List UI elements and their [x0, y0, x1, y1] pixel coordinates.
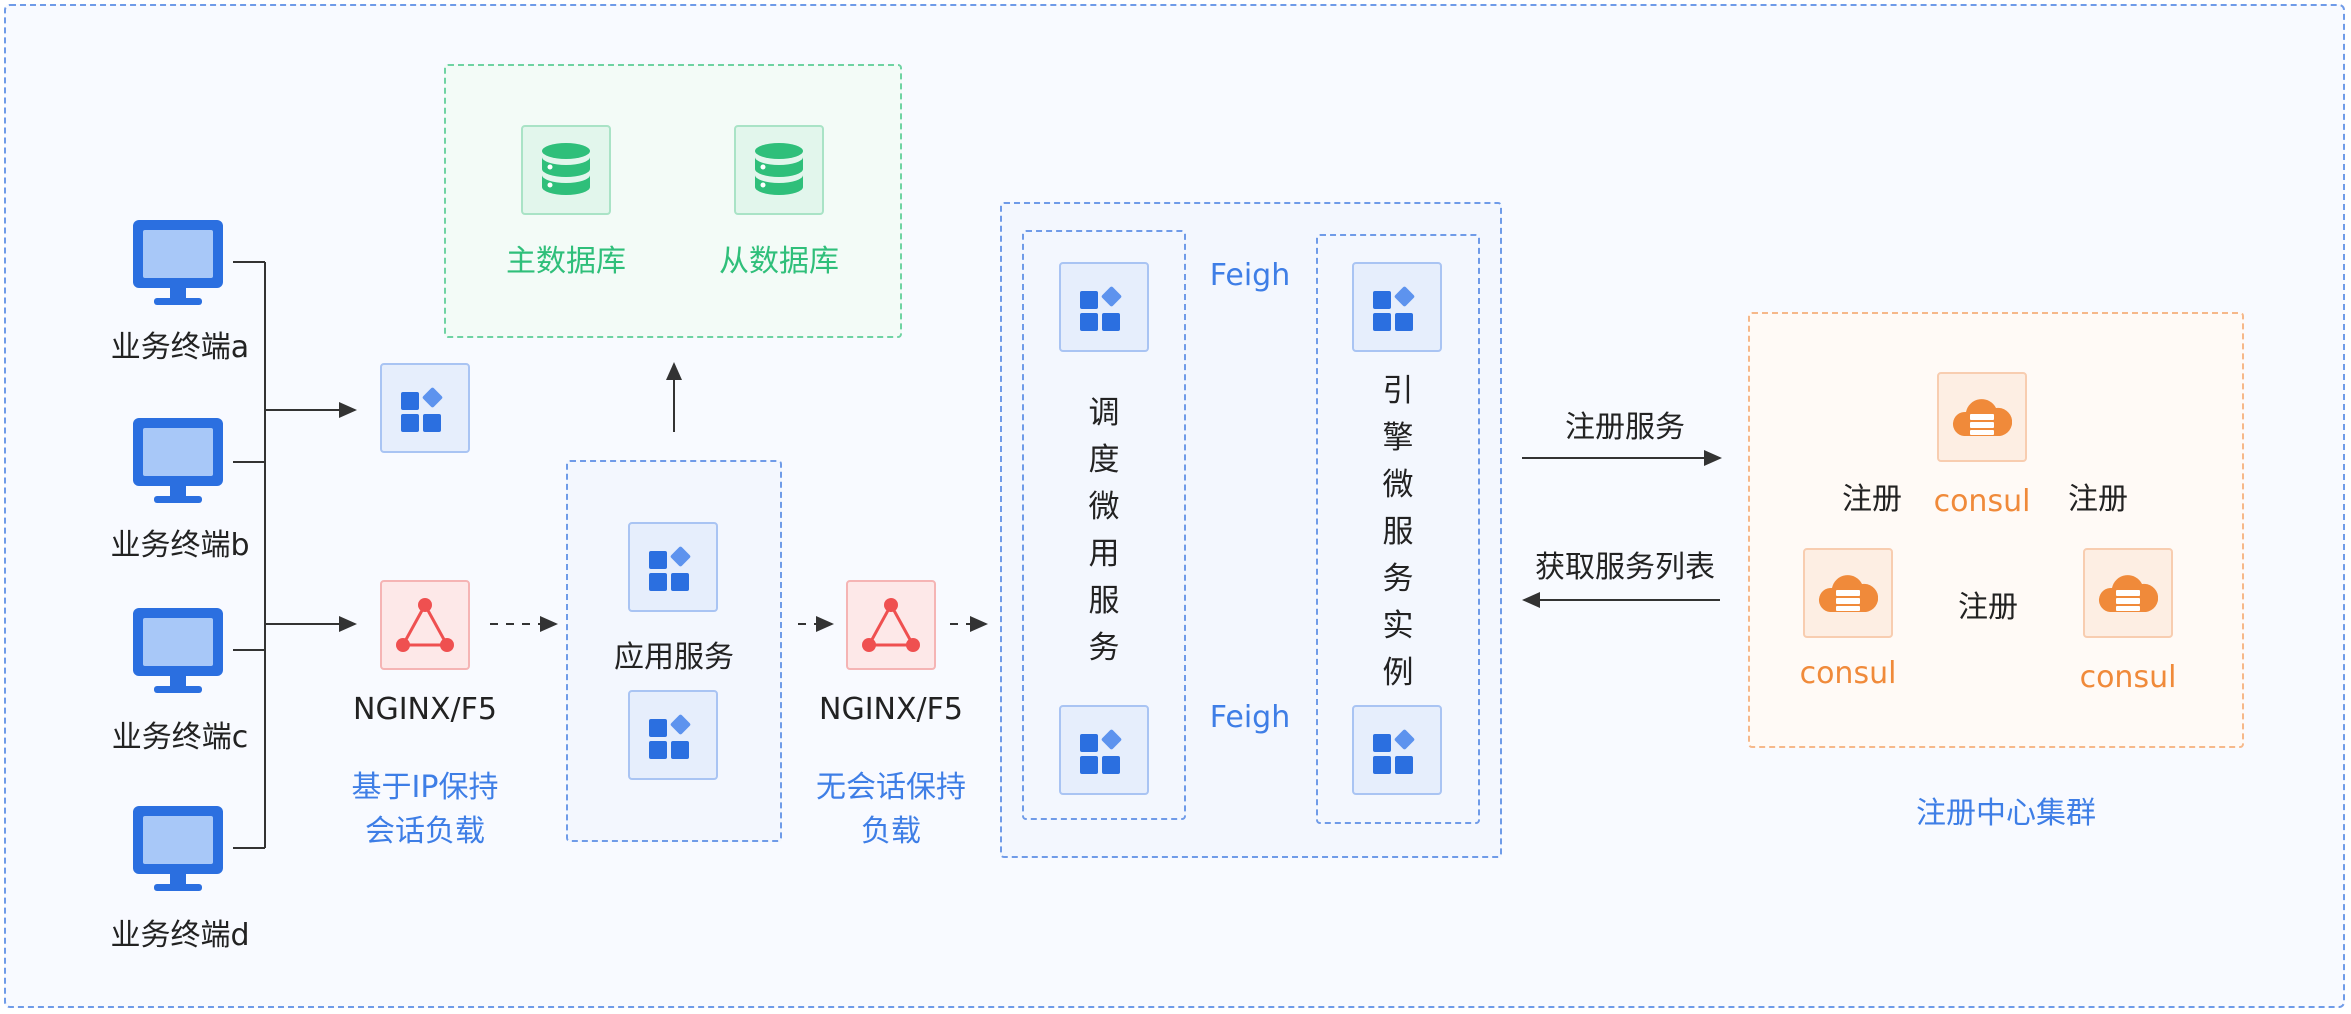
monitor-icon [133, 220, 223, 305]
nginx-1-desc-1: 基于IP保持 [351, 770, 499, 805]
scheduler-service-label: 调 度 微 用 服 务 [1084, 390, 1124, 672]
nginx-2-name: NGINX/F5 [819, 692, 963, 727]
label-char: 用 [1088, 536, 1120, 572]
master-db-label: 主数据库 [506, 244, 626, 279]
engine-tile-top[interactable] [1352, 262, 1442, 352]
app-grid-icon [1373, 286, 1415, 331]
app-service-label: 应用服务 [614, 640, 734, 675]
label-char: 服 [1382, 514, 1414, 550]
label-char: 擎 [1382, 420, 1414, 456]
consul-node-top[interactable] [1937, 372, 2027, 462]
slave-db-label: 从数据库 [719, 244, 839, 279]
cloud-server-icon [1819, 575, 1878, 612]
cloud-server-icon [1953, 399, 2012, 436]
terminal-bus [233, 261, 357, 849]
terminal-a[interactable] [128, 218, 228, 308]
registry-cluster-caption: 注册中心集群 [1916, 796, 2096, 831]
terminal-a-label: 业务终端a [110, 330, 250, 365]
database-group [444, 64, 902, 338]
label-char: 微 [1088, 489, 1120, 525]
register-service-label: 注册服务 [1565, 410, 1685, 445]
feign-bottom-label: Feigh [1209, 700, 1291, 735]
app-grid-icon [1080, 286, 1122, 331]
cloud-server-icon [2099, 575, 2158, 612]
nginx-2-desc-1: 无会话保持 [816, 770, 966, 805]
consul-left-label: consul [1799, 656, 1897, 691]
label-char: 调 [1088, 395, 1120, 431]
monitor-icon [133, 806, 223, 891]
register-edge-right: 注册 [2068, 482, 2128, 517]
app-grid-icon [649, 714, 691, 759]
terminal-c-label: 业务终端c [111, 720, 249, 755]
terminal-b-label: 业务终端b [110, 528, 250, 563]
scheduler-tile-bottom[interactable] [1059, 705, 1149, 795]
label-char: 务 [1088, 630, 1120, 666]
consul-node-left[interactable] [1803, 548, 1893, 638]
feign-top-label: Feigh [1209, 258, 1291, 293]
register-edge-left: 注册 [1842, 482, 1902, 517]
label-char: 微 [1382, 467, 1414, 503]
app-grid-icon [401, 387, 443, 432]
terminal-b[interactable] [128, 416, 228, 506]
database-icon [542, 143, 590, 195]
app-node-tile[interactable] [380, 363, 470, 453]
label-char: 服 [1088, 583, 1120, 619]
nginx-icon [396, 598, 454, 652]
register-edge-bottom: 注册 [1958, 590, 2018, 625]
nginx-1-name: NGINX/F5 [353, 692, 497, 727]
engine-tile-bottom[interactable] [1352, 705, 1442, 795]
engine-instance-label: 引 擎 微 服 务 实 例 [1378, 368, 1418, 697]
master-db-tile[interactable] [521, 125, 611, 215]
monitor-icon [133, 608, 223, 693]
nginx-2-desc-2: 负载 [861, 814, 921, 849]
label-char: 务 [1382, 561, 1414, 597]
label-char: 例 [1382, 655, 1414, 691]
app-grid-icon [1373, 729, 1415, 774]
slave-db-tile[interactable] [734, 125, 824, 215]
app-service-tile-1[interactable] [628, 522, 718, 612]
fetch-service-list-label: 获取服务列表 [1535, 550, 1715, 585]
terminal-c[interactable] [128, 606, 228, 696]
monitor-icon [133, 418, 223, 503]
nginx-1-desc-2: 会话负载 [365, 814, 485, 849]
nginx-2-tile[interactable] [846, 580, 936, 670]
label-char: 实 [1382, 608, 1414, 644]
label-char: 度 [1088, 442, 1120, 478]
nginx-1-tile[interactable] [380, 580, 470, 670]
consul-node-right[interactable] [2083, 548, 2173, 638]
scheduler-tile-top[interactable] [1059, 262, 1149, 352]
app-grid-icon [649, 546, 691, 591]
nginx-icon [862, 598, 920, 652]
consul-top-label: consul [1933, 484, 2031, 519]
label-char: 引 [1382, 373, 1414, 409]
app-service-tile-2[interactable] [628, 690, 718, 780]
terminal-d-label: 业务终端d [110, 918, 250, 953]
consul-right-label: consul [2079, 660, 2177, 695]
terminal-d[interactable] [128, 804, 228, 894]
app-grid-icon [1080, 729, 1122, 774]
database-icon [755, 143, 803, 195]
